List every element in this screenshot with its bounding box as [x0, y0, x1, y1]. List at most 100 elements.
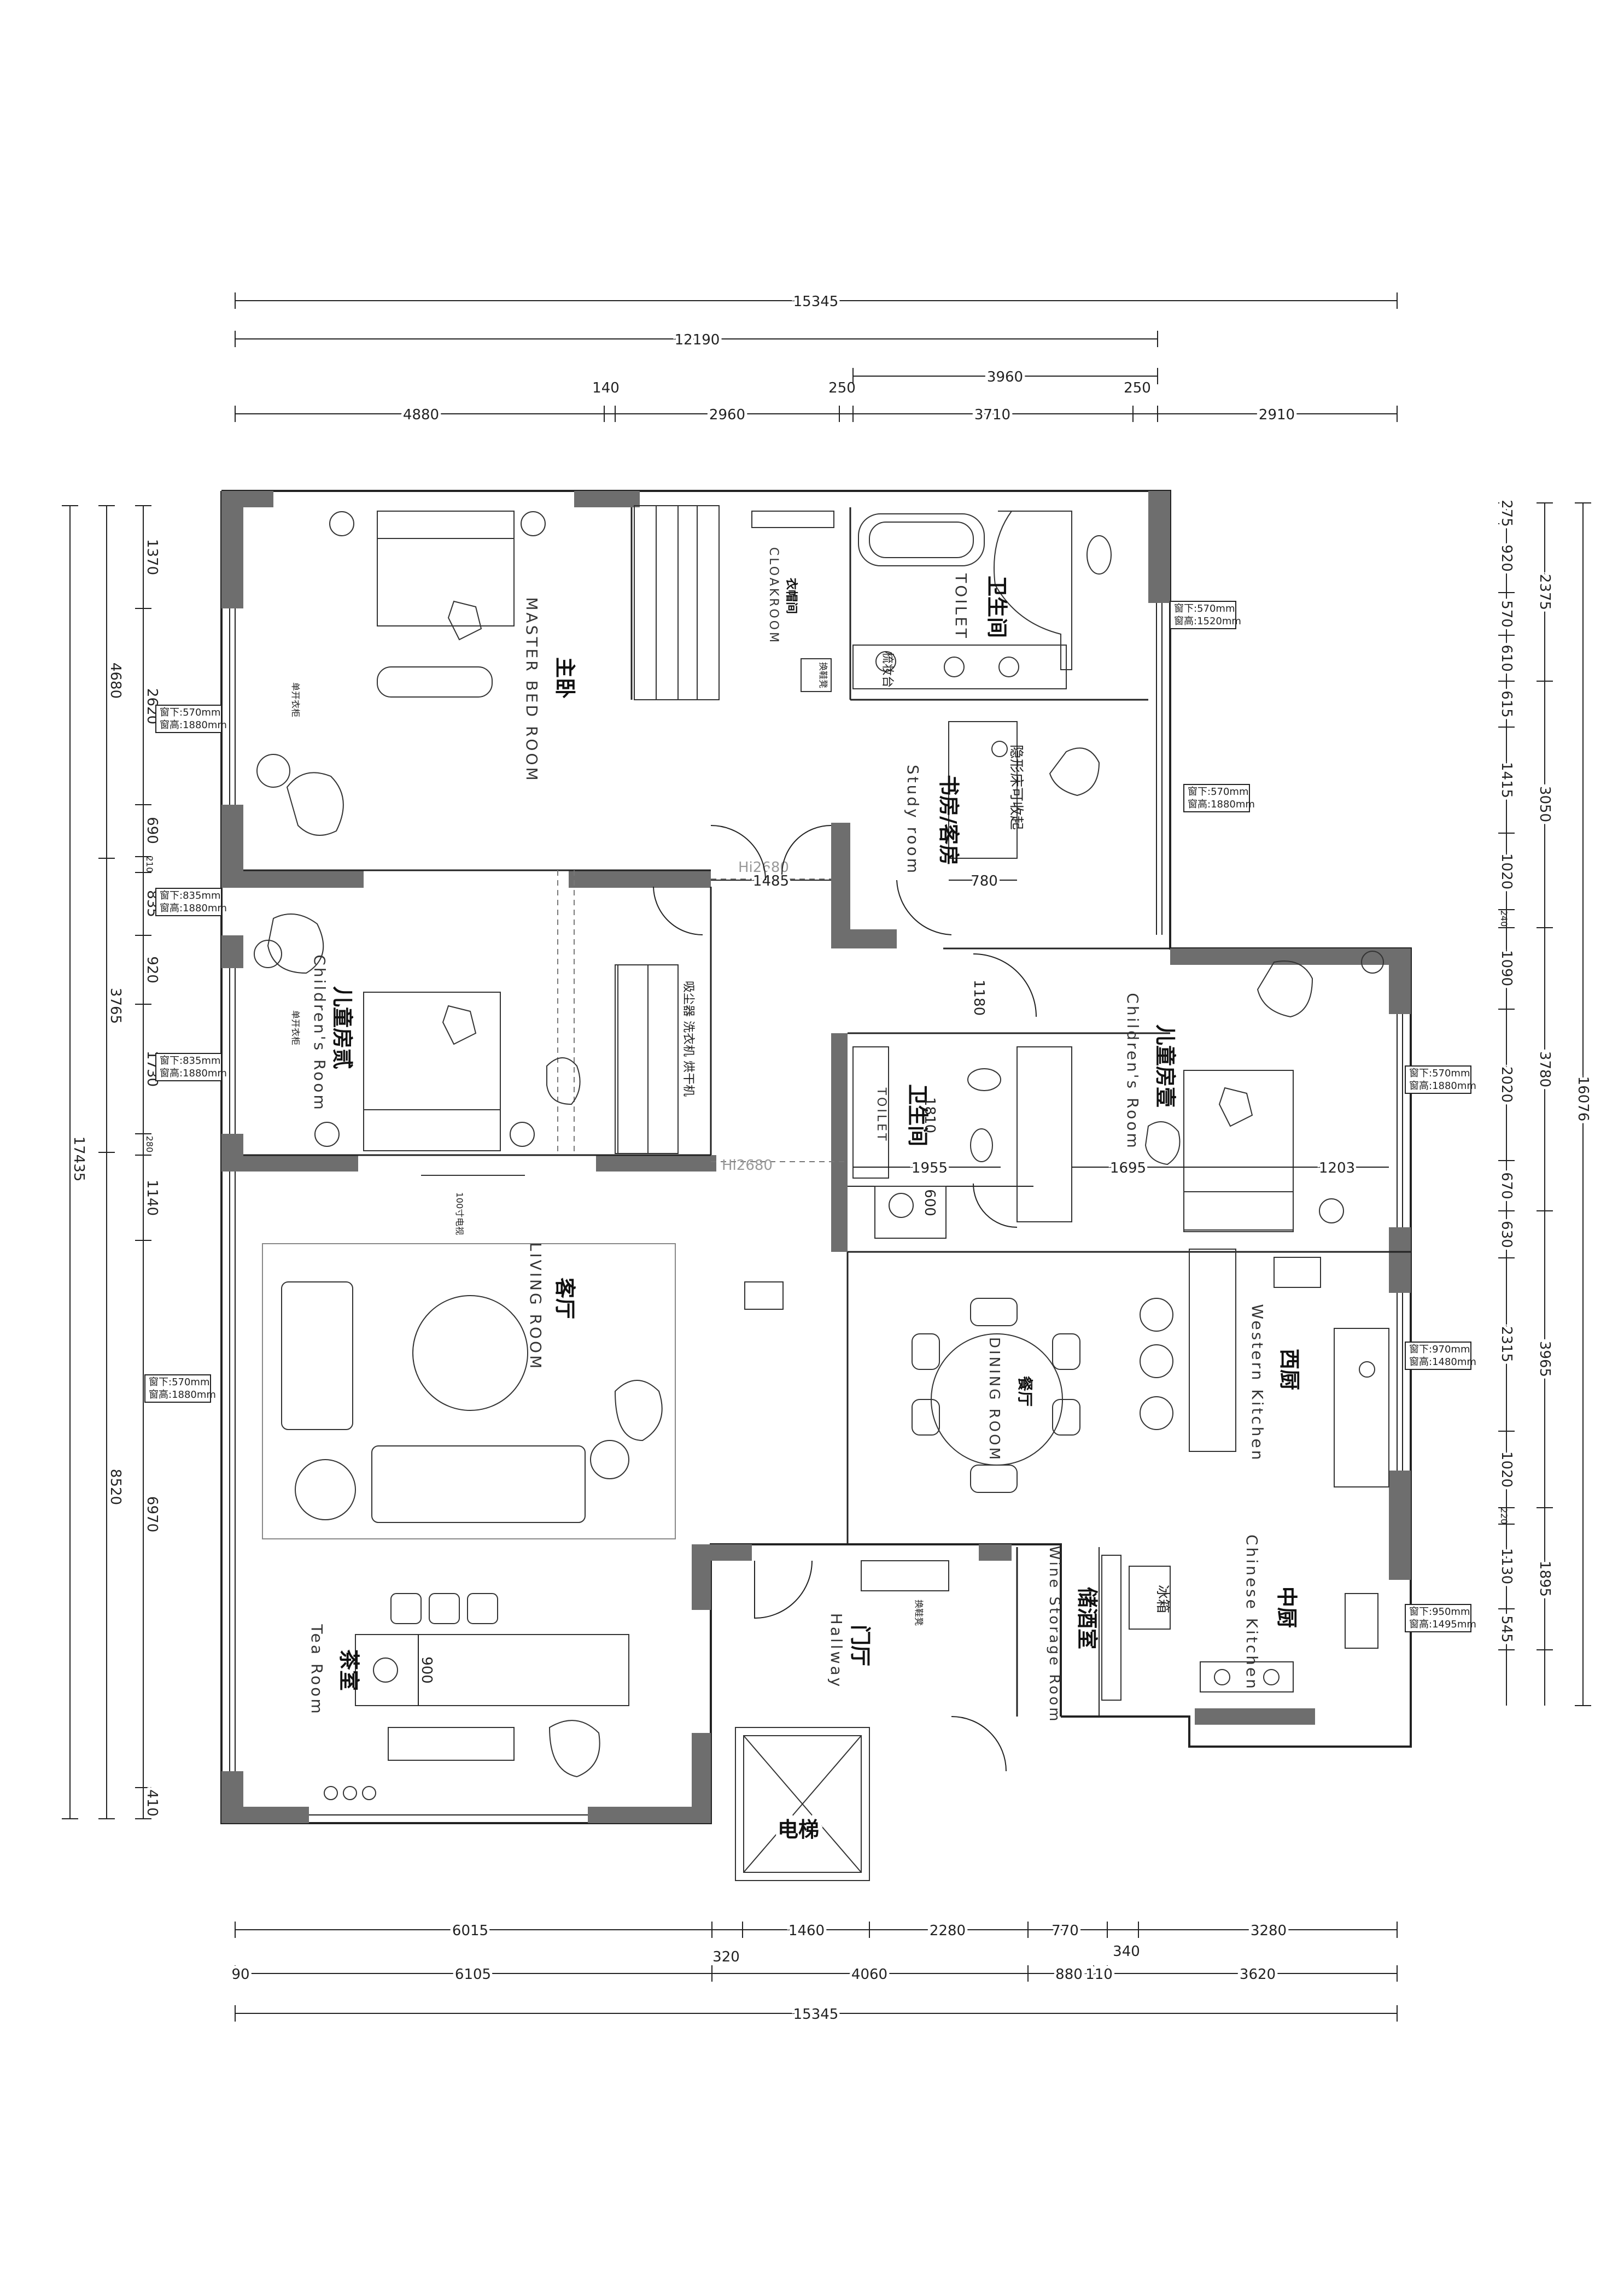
room-study-en: Study room — [904, 765, 922, 875]
hi-label-mid: Hi2680 — [722, 1157, 773, 1174]
dim-top-140: 140 — [592, 380, 620, 396]
note-win-c2b-b: 窗高:1880mm — [160, 1068, 227, 1079]
dim-left-6970: 6970 — [144, 1496, 160, 1532]
dim-right-630: 630 — [1498, 1221, 1515, 1248]
dim-bottom-880: 880 — [1055, 1966, 1083, 1983]
note-tv: 100寸电视 — [454, 1192, 465, 1235]
note-win-ck-a: 窗下:950mm — [1409, 1606, 1470, 1618]
note-appliances: 吸尘器 洗衣机 烘干机 — [681, 981, 695, 1097]
room-dining-cn: 餐厅 — [1016, 1376, 1034, 1407]
dim-bottom-3280: 3280 — [1251, 1923, 1287, 1939]
dim-right-545: 545 — [1498, 1615, 1515, 1643]
dim-right-1020b: 1020 — [1498, 1451, 1515, 1487]
room-western-en: Western Kitchen — [1248, 1304, 1266, 1462]
note-win-mb-a: 窗下:570mm — [160, 707, 221, 718]
top-dimensions: 15345 12190 3960 140 250 250 4880 2960 3… — [235, 291, 1398, 426]
room-child1-en: Children's Room — [1124, 993, 1142, 1150]
walls — [220, 490, 1412, 1824]
room-child2-en: Children's Room — [311, 954, 329, 1111]
dim-interior-1955: 1955 — [912, 1160, 948, 1176]
western-kitchen: 西厨 Western Kitchen — [1248, 1257, 1389, 1487]
dim-right-920: 920 — [1498, 544, 1515, 572]
dim-bottom-4060: 4060 — [851, 1966, 887, 1983]
dim-bottom-3620: 3620 — [1240, 1966, 1276, 1983]
dim-right-670: 670 — [1498, 1172, 1515, 1199]
dim-left-total: 17435 — [71, 1137, 87, 1182]
dim-interior-1203: 1203 — [1319, 1160, 1355, 1176]
dim-interior-1810: 1810 — [921, 1097, 938, 1133]
dim-left-920: 920 — [144, 956, 160, 983]
dim-right-1020a: 1020 — [1498, 853, 1515, 889]
note-win-ck-b: 窗高:1495mm — [1409, 1619, 1476, 1630]
dim-left-280: 280 — [144, 1136, 155, 1153]
doors — [653, 825, 1037, 1772]
label-vanity: 梳妆台 — [880, 652, 894, 688]
room-living-en: LIVING ROOM — [527, 1243, 545, 1371]
dim-bottom-1460: 1460 — [788, 1923, 825, 1939]
dim-bottom-90: 90 — [231, 1966, 249, 1983]
dim-right-610: 610 — [1498, 645, 1515, 672]
dim-interior-1485: 1485 — [753, 873, 789, 889]
wine-storage: 储酒室 Wine Storage Room — [1046, 1545, 1121, 1724]
dim-interior-780: 780 — [971, 873, 998, 889]
label-fridge: 冰箱 — [1154, 1585, 1171, 1613]
note-win-c1-a: 窗下:570mm — [1409, 1068, 1470, 1079]
room-master-bed-cn: 主卧 — [553, 657, 577, 699]
dim-right-1415: 1415 — [1498, 762, 1515, 798]
dim-left-690: 690 — [144, 817, 160, 844]
room-hall-en: Hallway — [827, 1613, 845, 1689]
bottom-dimensions: 6015 1460 2280 770 3280 320 340 90 6105 … — [229, 1920, 1398, 2025]
dim-left-8520: 8520 — [107, 1469, 124, 1505]
note-win-wk-b: 窗高:1480mm — [1409, 1356, 1476, 1368]
children-room-1: 儿童房壹 Children's Room 1695 1203 — [1017, 951, 1389, 1232]
dim-right-1130: 1130 — [1498, 1548, 1515, 1584]
dim-top-total: 15345 — [793, 294, 839, 310]
toilet-2: 卫生间 TOILET 1810 1955 600 1180 — [852, 977, 1001, 1239]
dim-right-1895: 1895 — [1537, 1561, 1553, 1597]
dim-right-2375: 2375 — [1537, 574, 1553, 610]
dim-right-3780: 3780 — [1537, 1051, 1553, 1087]
dim-right-275: 275 — [1498, 500, 1515, 527]
dim-right-3965: 3965 — [1537, 1341, 1553, 1377]
note-win-c1-b: 窗高:1880mm — [1409, 1080, 1476, 1092]
dim-right-3050: 3050 — [1537, 786, 1553, 822]
room-cloak-en: CLOAKROOM — [767, 547, 780, 645]
dim-right-2020: 2020 — [1498, 1067, 1515, 1103]
note-win-c2-b: 窗高:1880mm — [160, 903, 227, 914]
dim-right-615: 615 — [1498, 690, 1515, 718]
note-win-st-b: 窗高:1880mm — [1188, 799, 1255, 810]
study-room: 书房/客房 Study room 隐形床可收起 780 1485 — [711, 721, 1100, 892]
dim-right-220: 220 — [1499, 1508, 1509, 1525]
tea-room: 900 茶室 Tea Room — [308, 1593, 629, 1800]
note-win-st-a: 窗下:570mm — [1188, 786, 1249, 798]
dim-left-210: 210 — [144, 856, 155, 873]
room-wine-cn: 储酒室 — [1075, 1587, 1099, 1649]
room-hall-cn: 门厅 — [848, 1625, 872, 1666]
dim-bottom-770: 770 — [1051, 1923, 1079, 1939]
room-dining-en: DINING ROOM — [986, 1337, 1002, 1462]
room-chinese-cn: 中厨 — [1275, 1586, 1299, 1628]
room-chinese-en: Chinese Kitchen — [1243, 1534, 1261, 1691]
note-shoe-hall: 换鞋凳 — [914, 1600, 924, 1626]
note-wardrobe-mb: 单开衣柜 — [290, 682, 301, 717]
dim-right-240: 240 — [1499, 910, 1509, 927]
dim-top-250a: 250 — [828, 380, 856, 396]
chinese-kitchen: 冰箱 中厨 Chinese Kitchen — [1129, 1534, 1378, 1692]
dim-right-2315: 2315 — [1498, 1326, 1515, 1362]
dim-right-570: 570 — [1498, 600, 1515, 628]
master-bedroom: 主卧 MASTER BED ROOM 单开衣柜 — [256, 511, 577, 836]
dim-bottom-6105: 6105 — [455, 1966, 491, 1983]
note-win-lv-a: 窗下:570mm — [149, 1377, 210, 1388]
dim-top-3710: 3710 — [974, 407, 1010, 423]
dim-top-2910: 2910 — [1259, 407, 1295, 423]
room-toilet1-en: TOILET — [952, 573, 970, 640]
dim-interior-1180: 1180 — [971, 980, 987, 1016]
dim-left-4680: 4680 — [107, 663, 124, 699]
dim-top-250b: 250 — [1124, 380, 1151, 396]
dim-bottom-6015: 6015 — [452, 1923, 488, 1939]
dim-bottom-320: 320 — [712, 1949, 740, 1965]
room-cloak-cn: 衣帽间 — [784, 578, 798, 614]
cloakroom: 衣帽间 CLOAKROOM — [634, 505, 834, 700]
room-wine-en: Wine Storage Room — [1046, 1545, 1062, 1723]
